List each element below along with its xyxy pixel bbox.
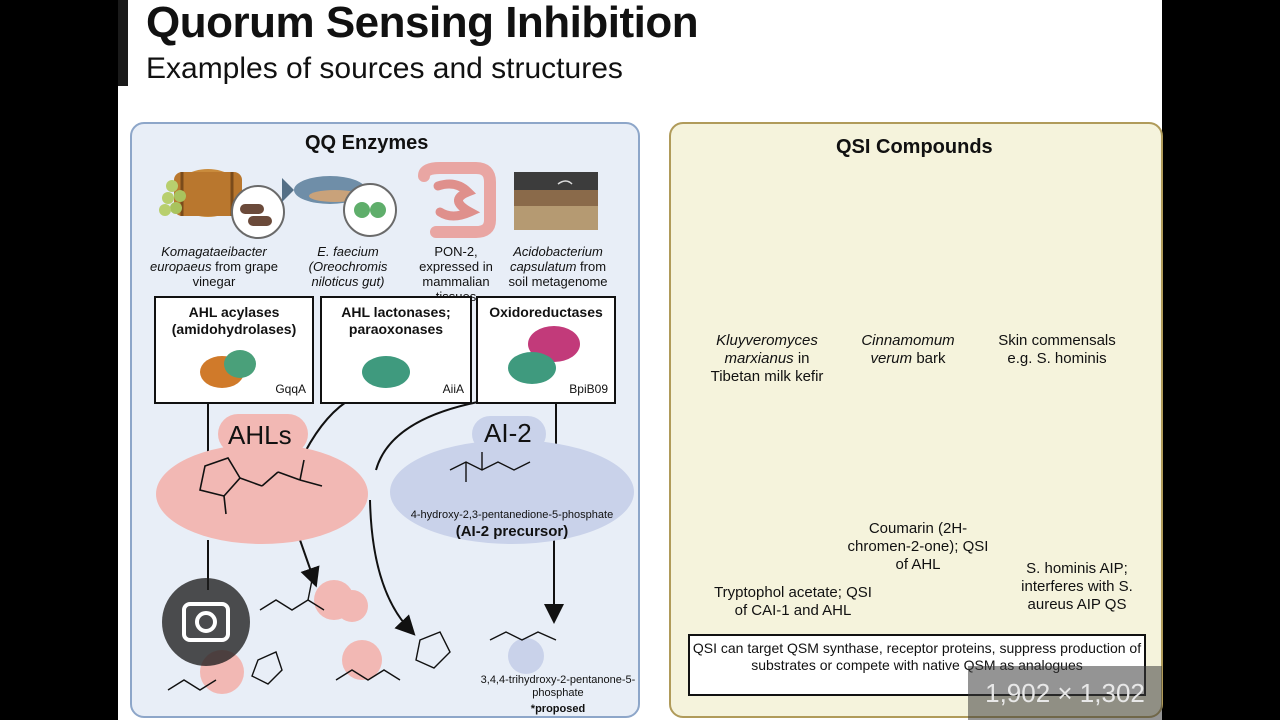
protein-structure-icon [508, 326, 580, 384]
source-label-pon2: PON-2, expressed in mammalian tissues [419, 244, 493, 304]
enzyme-title: AHL lactonases; paraoxonases [341, 304, 451, 337]
ai2-structure [449, 452, 531, 482]
qsi-summary-note: QSI can target QSM synthase, receptor pr… [688, 634, 1146, 696]
product-note: *proposed [530, 703, 586, 715]
source-label-kluyveromyces: Kluyveromyces marxianus in Tibetan milk … [710, 332, 824, 385]
tilapia-fish-icon [282, 176, 397, 237]
protein-structure-icon [362, 356, 410, 388]
camera-lens-icon[interactable] [162, 578, 250, 666]
source-label-cinnamomum: Cinnamomum verum bark [861, 332, 955, 367]
enzyme-box-acylases: AHL acylases (amidohydrolases) GqqA [154, 296, 314, 404]
ai2-compound-name: 4-hydroxy-2,3-pentanedione-5-phosphate [410, 509, 614, 521]
compound-tryptophol: Tryptophol acetate; QSI of CAI-1 and AHL [714, 584, 872, 619]
compound-aip: S. hominis AIP; interferes with S. aureu… [1021, 560, 1133, 613]
source-label-komagataeibacter: Komagataeibacter europaeus from grape vi… [150, 244, 278, 289]
ahl-structure [199, 457, 323, 515]
ai2-label: AI-2 [484, 418, 532, 448]
protein-structure-icon [200, 350, 256, 388]
product-compound-name: 3,4,4-trihydroxy-2-pentanone-5-phosphate [480, 674, 636, 699]
page-subtitle: Examples of sources and structures [146, 52, 623, 85]
title-accent-bar [118, 0, 128, 86]
qsi-compounds-panel [669, 122, 1163, 718]
enzyme-box-lactonases: AHL lactonases; paraoxonases AiiA [320, 296, 472, 404]
enzyme-code: AiiA [442, 382, 464, 396]
product-structures [167, 579, 557, 694]
grape-barrel-icon [159, 169, 285, 239]
image-size-watermark: 1,902 × 1,302 [968, 666, 1162, 720]
source-label-efaecium: E. faecium(Oreochromis niloticus gut) [308, 244, 388, 289]
qsi-compounds-title: QSI Compounds [836, 136, 993, 158]
ahl-highlight [156, 414, 368, 544]
qq-enzymes-title: QQ Enzymes [305, 132, 429, 154]
enzyme-box-oxidoreductases: Oxidoreductases BpiB09 [476, 296, 616, 404]
compound-coumarin: Coumarin (2H-chromen-2-one); QSI of AHL [847, 520, 989, 573]
ai2-highlight [390, 416, 634, 544]
ahls-label: AHLs [228, 420, 292, 450]
enzyme-code: BpiB09 [569, 382, 608, 396]
source-label-skin: Skin commensals e.g. S. hominis [998, 332, 1116, 367]
ai2-precursor-label: (AI-2 precursor) [455, 523, 569, 540]
soil-icon [514, 172, 598, 230]
intestine-icon [418, 162, 496, 238]
source-label-acidobacterium: Acidobacterium capsulatum from soil meta… [508, 244, 608, 289]
page-title: Quorum Sensing Inhibition [146, 0, 699, 47]
enzyme-title: AHL acylases (amidohydrolases) [171, 304, 297, 337]
enzyme-title: Oxidoreductases [489, 304, 603, 320]
enzyme-code: GqqA [275, 382, 306, 396]
